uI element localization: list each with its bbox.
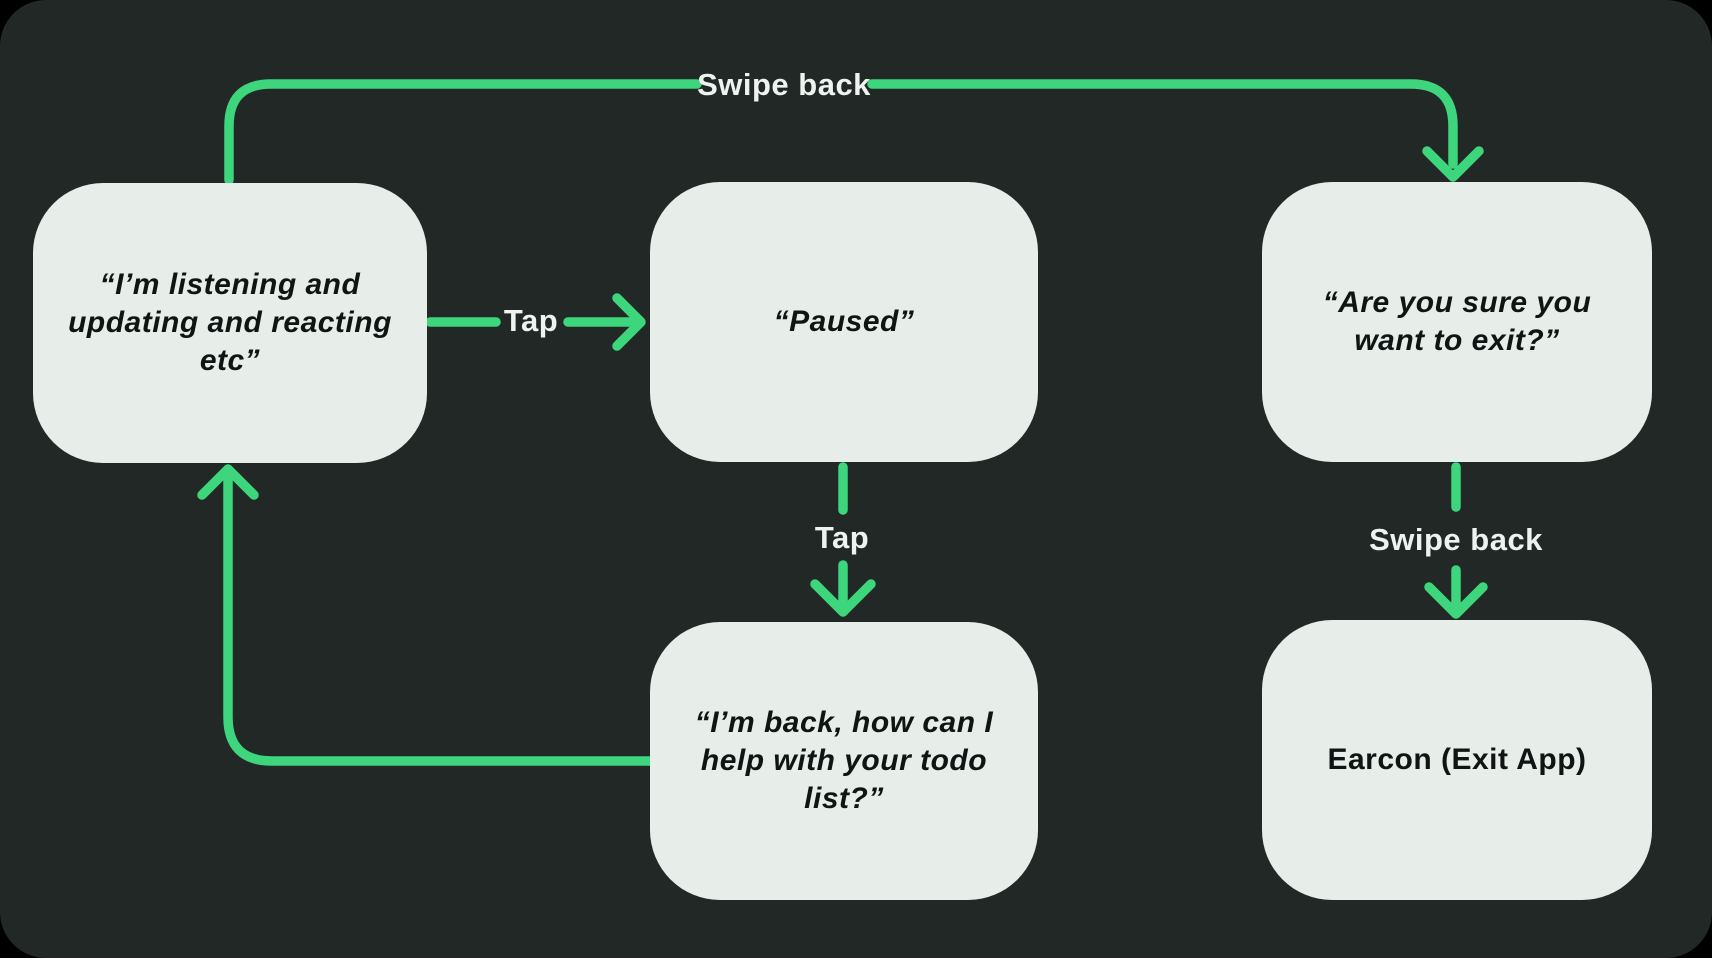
edge-return-line (223, 470, 655, 766)
node-earcon-exit-label: Earcon (Exit App) (1327, 743, 1587, 776)
node-confirm-exit: “Are you sure you want to exit?” (1262, 182, 1652, 462)
edge-tap-vertical-arrowhead (810, 579, 876, 617)
edge-label-swipe-back-right: Swipe back (1369, 522, 1543, 557)
edge-swipe-back-top-arrowhead (1422, 146, 1484, 182)
node-listening-label: “I’m listening and updating and reacting… (68, 268, 392, 377)
node-im-back-label: “I’m back, how can I help with your todo… (694, 706, 994, 815)
edge-swipe-back-top-line-left (224, 79, 702, 185)
edge-tap-horizontal-arrowhead (612, 293, 646, 351)
node-paused-label: “Paused” (773, 305, 915, 338)
edge-label-swipe-back-top: Swipe back (697, 67, 871, 102)
node-im-back: “I’m back, how can I help with your todo… (650, 622, 1038, 900)
edge-swipe-back-top-line-right (867, 79, 1458, 169)
node-confirm-exit-label: “Are you sure you want to exit?” (1322, 286, 1592, 357)
edge-swipe-back-right-arrowhead (1424, 582, 1488, 619)
edge-label-tap-horizontal: Tap (503, 303, 559, 338)
node-earcon-exit: Earcon (Exit App) (1262, 620, 1652, 900)
edge-return-arrowhead (197, 464, 259, 500)
node-paused: “Paused” (650, 182, 1038, 462)
edge-label-tap-vertical: Tap (814, 520, 870, 555)
node-listening: “I’m listening and updating and reacting… (33, 183, 427, 463)
